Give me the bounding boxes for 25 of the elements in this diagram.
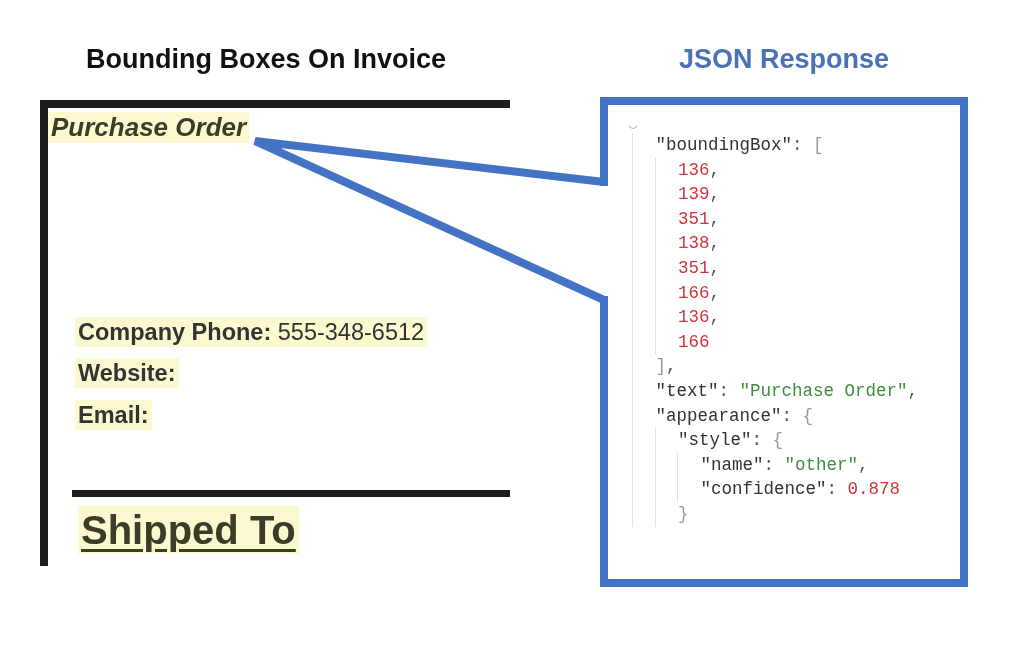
code-line: "style": { xyxy=(678,429,784,453)
code-line: ], xyxy=(655,355,677,379)
highlighted-text: Email: xyxy=(75,400,152,430)
code-line: 166 xyxy=(678,330,710,354)
code-line: 166, xyxy=(678,281,721,305)
highlighted-text: Website: xyxy=(75,358,179,388)
code-line: "name": "other", xyxy=(700,453,869,477)
code-line: 138, xyxy=(678,232,721,256)
code-line: 136, xyxy=(678,306,721,330)
code-line: 139, xyxy=(678,183,721,207)
code-line: 136, xyxy=(678,158,721,182)
highlighted-text: Company Phone: 555-348-6512 xyxy=(75,317,428,347)
panel-heading: Bounding Boxes On Invoice xyxy=(86,43,447,76)
code-line: } xyxy=(678,503,689,526)
code-line: "appearance": { xyxy=(655,404,814,428)
code-line: "text": "Purchase Order", xyxy=(655,380,919,403)
code-line: "boundingBox": [ xyxy=(655,134,824,157)
code-line: 351, xyxy=(678,257,721,280)
highlighted-text: Shipped To xyxy=(78,506,299,554)
panel-heading: JSON Response xyxy=(678,43,890,76)
highlighted-text: Purchase Order xyxy=(48,112,250,143)
callout-box xyxy=(600,97,968,587)
code-line: 351, xyxy=(678,207,721,231)
invoice-page xyxy=(40,100,510,566)
code-line: "confidence": 0.878 xyxy=(700,478,901,502)
